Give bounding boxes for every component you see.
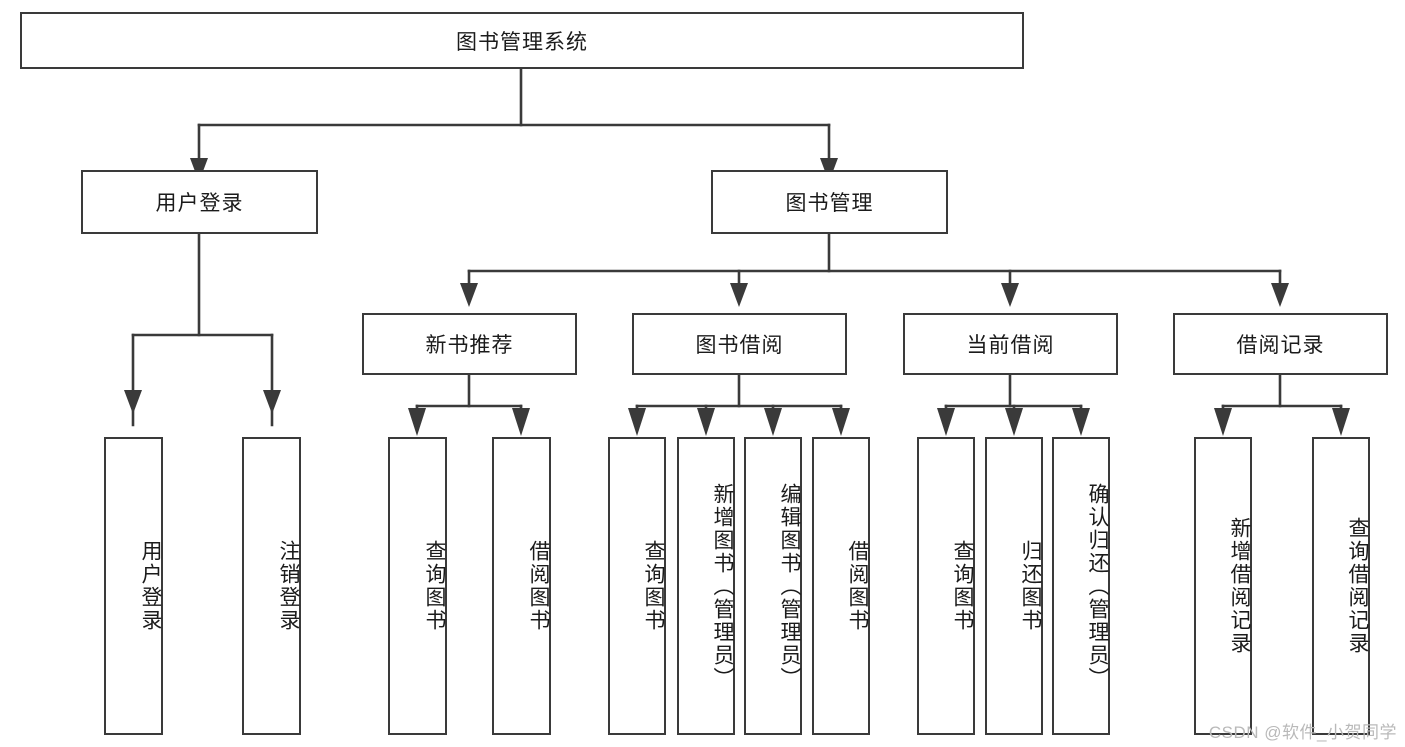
leaf-current-confirm-label: 确认归还（管理员） [1086,482,1109,690]
leaf-user-login[interactable]: 用户登录 [104,437,163,735]
node-book-borrow[interactable]: 图书借阅 [632,313,847,375]
leaf-record-query-label: 查询借阅记录 [1346,517,1369,655]
leaf-newbook-query-label: 查询图书 [423,540,446,632]
node-book-management[interactable]: 图书管理 [711,170,948,234]
leaf-current-return[interactable]: 归还图书 [985,437,1043,735]
leaf-borrow-query[interactable]: 查询图书 [608,437,666,735]
leaf-user-logout[interactable]: 注销登录 [242,437,301,735]
leaf-record-query[interactable]: 查询借阅记录 [1312,437,1370,735]
leaf-borrow-query-label: 查询图书 [642,540,665,632]
node-user-login[interactable]: 用户登录 [81,170,318,234]
node-user-login-label: 用户登录 [155,192,244,215]
leaf-borrow-edit-label: 编辑图书（管理员） [778,482,801,690]
node-root[interactable]: 图书管理系统 [20,12,1024,69]
leaf-borrow-lend-label: 借阅图书 [846,540,869,632]
leaf-current-return-label: 归还图书 [1019,540,1042,632]
leaf-newbook-borrow-label: 借阅图书 [527,540,550,632]
leaf-current-confirm[interactable]: 确认归还（管理员） [1052,437,1110,735]
leaf-current-query[interactable]: 查询图书 [917,437,975,735]
leaf-borrow-lend[interactable]: 借阅图书 [812,437,870,735]
leaf-newbook-query[interactable]: 查询图书 [388,437,447,735]
leaf-record-add[interactable]: 新增借阅记录 [1194,437,1252,735]
node-book-management-label: 图书管理 [785,192,874,215]
leaf-borrow-add-label: 新增图书（管理员） [711,482,734,690]
leaf-borrow-edit[interactable]: 编辑图书（管理员） [744,437,802,735]
leaf-record-add-label: 新增借阅记录 [1228,517,1251,655]
leaf-borrow-add[interactable]: 新增图书（管理员） [677,437,735,735]
watermark: CSDN @软件_小贺同学 [1208,723,1397,742]
node-borrow-record-label: 借阅记录 [1236,334,1325,357]
node-borrow-record[interactable]: 借阅记录 [1173,313,1388,375]
leaf-user-logout-label: 注销登录 [277,540,300,632]
node-new-book-recommend-label: 新书推荐 [425,334,514,357]
leaf-user-login-label: 用户登录 [139,540,162,632]
arrowheads [124,158,1350,436]
node-root-label: 图书管理系统 [456,30,588,54]
node-current-borrow-label: 当前借阅 [966,334,1055,357]
node-current-borrow[interactable]: 当前借阅 [903,313,1118,375]
leaf-newbook-borrow[interactable]: 借阅图书 [492,437,551,735]
leaf-current-query-label: 查询图书 [951,540,974,632]
node-book-borrow-label: 图书借阅 [695,334,784,357]
node-new-book-recommend[interactable]: 新书推荐 [362,313,577,375]
